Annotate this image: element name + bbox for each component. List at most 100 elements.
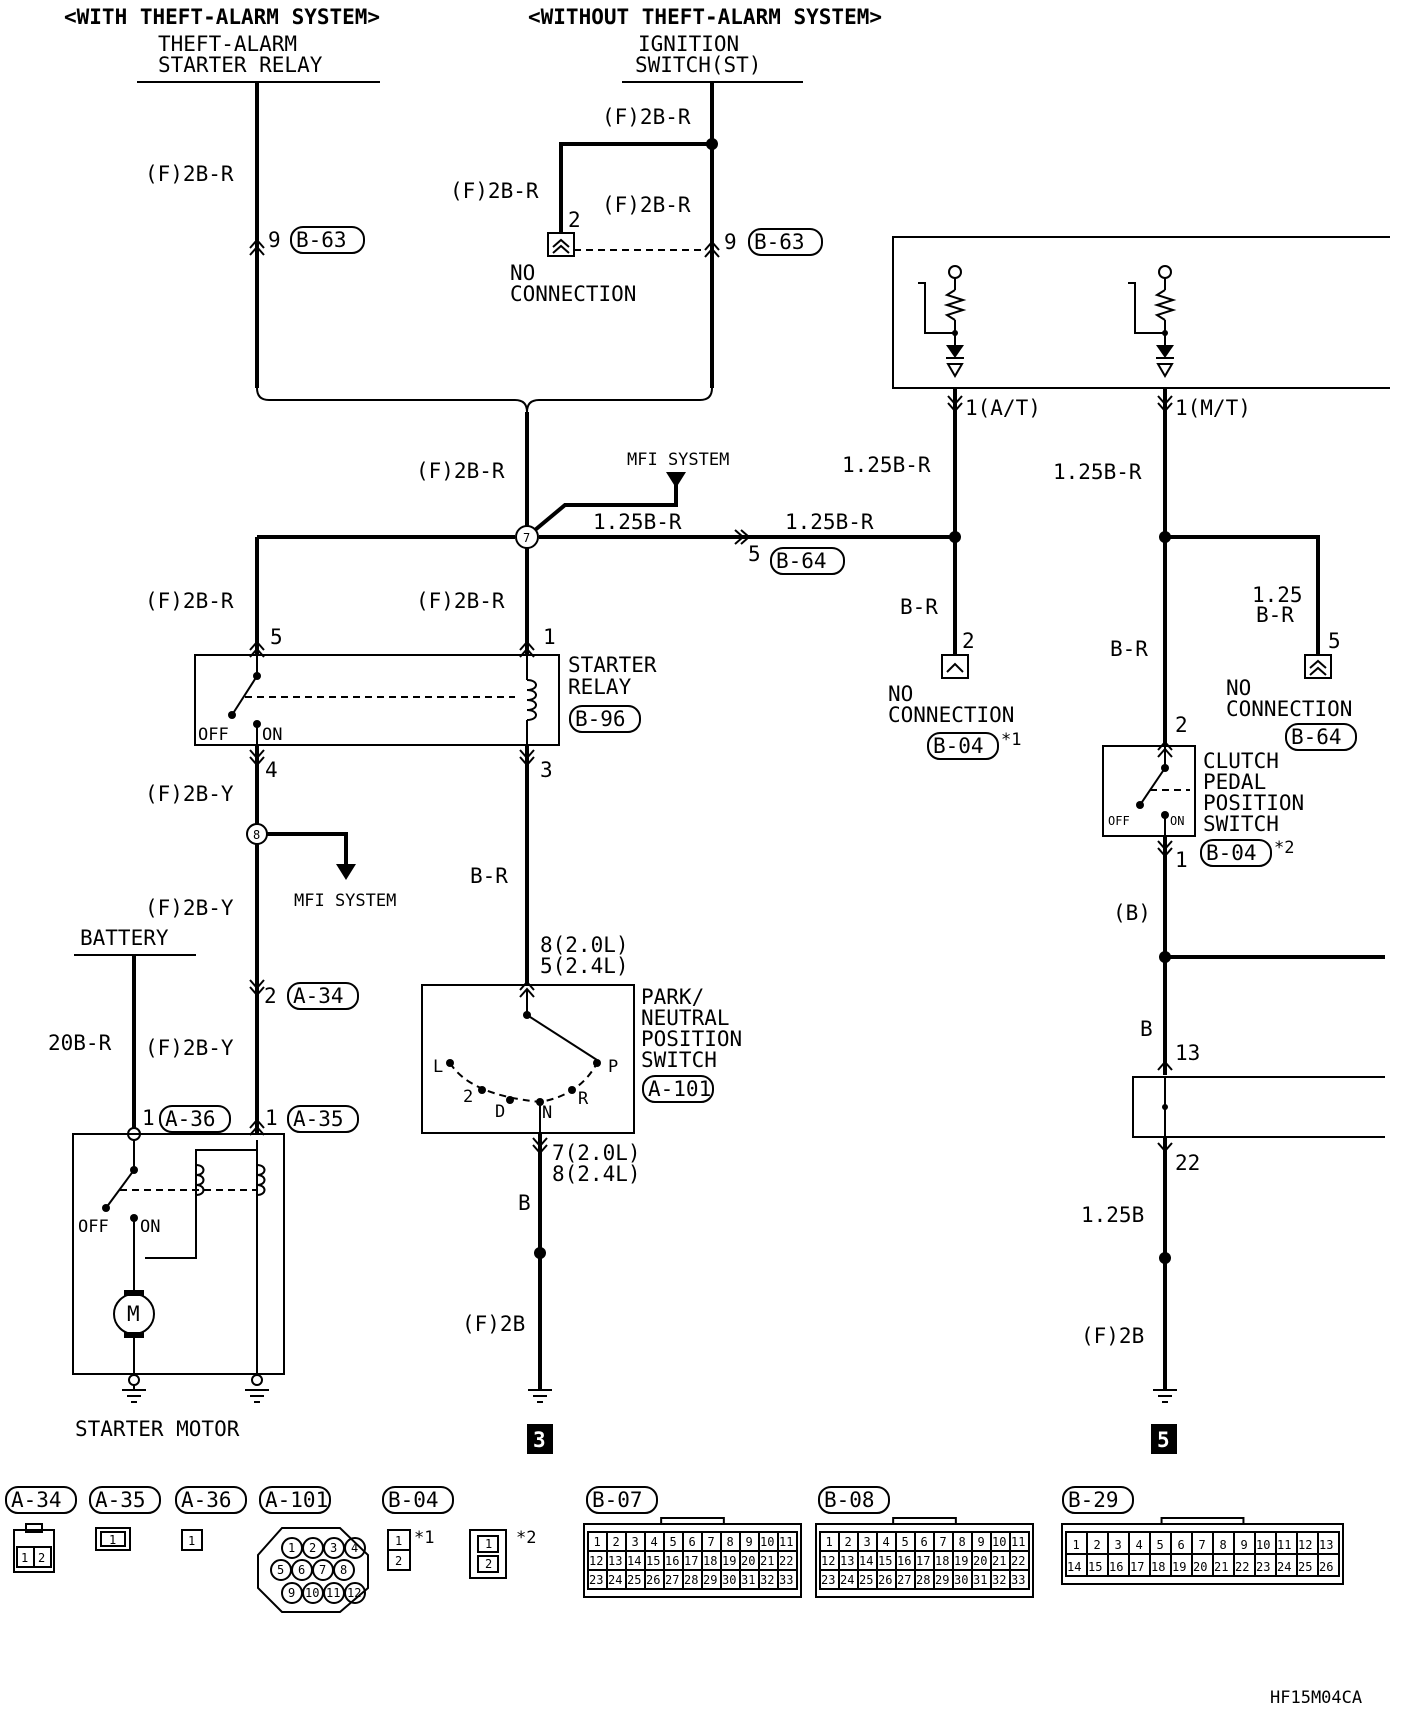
b07-pin-label: 28 xyxy=(684,1573,698,1587)
b07-pin-label: 1 xyxy=(594,1535,601,1549)
b29-pin-cell xyxy=(1317,1553,1340,1577)
b29-pin-label: 17 xyxy=(1130,1560,1144,1574)
svg-text:NO: NO xyxy=(510,261,535,285)
b08-pin-label: 29 xyxy=(935,1573,949,1587)
legend-tag-a101 xyxy=(259,1486,331,1514)
clutch-switch-label-3: POSITION xyxy=(1203,791,1304,815)
b29-pin-label: 16 xyxy=(1109,1560,1123,1574)
svg-text:(F)2B: (F)2B xyxy=(1081,1324,1144,1348)
b08-pin-label: 8 xyxy=(959,1535,966,1549)
svg-text:8: 8 xyxy=(253,828,260,842)
connector-legend: A-34 1 2 A-35 1 A-36 1 A-101 1 2 3 4 5 6… xyxy=(5,1486,1344,1613)
b08-pin-label: 5 xyxy=(902,1535,909,1549)
svg-text:5(2.4L): 5(2.4L) xyxy=(540,954,629,978)
b07-pin-label: 22 xyxy=(779,1554,793,1568)
b08-pin-label: 3 xyxy=(864,1535,871,1549)
svg-text:(F)2B-Y: (F)2B-Y xyxy=(145,782,234,806)
svg-text:B: B xyxy=(1140,1017,1153,1041)
svg-text:20B-R: 20B-R xyxy=(48,1031,112,1055)
svg-text:4: 4 xyxy=(265,758,278,782)
b07-pin-label: 30 xyxy=(722,1573,736,1587)
svg-text:CONNECTION: CONNECTION xyxy=(888,703,1014,727)
svg-text:2: 2 xyxy=(1175,713,1188,737)
legend-tag-a35 xyxy=(89,1486,161,1514)
svg-text:M: M xyxy=(127,1302,140,1326)
b08-pin-label: 20 xyxy=(973,1554,987,1568)
ground-ref-3 xyxy=(527,1424,553,1454)
svg-text:B-29: B-29 xyxy=(1068,1488,1119,1512)
svg-text:5: 5 xyxy=(1157,1428,1170,1452)
svg-text:1.25B: 1.25B xyxy=(1081,1203,1144,1227)
b07-pin-label: 26 xyxy=(646,1573,660,1587)
b29-pin-label: 8 xyxy=(1220,1538,1227,1552)
b07-pin-label: 12 xyxy=(589,1554,603,1568)
svg-text:D: D xyxy=(495,1102,505,1122)
starter-relay-label-2: RELAY xyxy=(568,675,632,699)
svg-text:1.25B-R: 1.25B-R xyxy=(593,510,682,534)
mfi-system-label-top: MFI SYSTEM xyxy=(627,450,729,470)
svg-text:(F)2B-R: (F)2B-R xyxy=(145,589,234,613)
svg-text:9: 9 xyxy=(724,230,737,254)
svg-text:A-101: A-101 xyxy=(648,1077,711,1101)
svg-text:B-63: B-63 xyxy=(754,230,805,254)
connector-mark xyxy=(249,238,265,256)
svg-text:2: 2 xyxy=(463,1087,473,1107)
connector-tag-a101 xyxy=(642,1075,714,1103)
svg-text:OFF: OFF xyxy=(198,725,229,745)
b07-pin-label: 20 xyxy=(741,1554,755,1568)
svg-text:OFF: OFF xyxy=(78,1217,109,1237)
svg-text:1: 1 xyxy=(543,625,556,649)
starter-relay-box xyxy=(194,654,560,746)
b29-pin-label: 15 xyxy=(1088,1560,1102,1574)
b07-pin-label: 21 xyxy=(760,1554,774,1568)
b08-pin-label: 33 xyxy=(1011,1573,1025,1587)
b07-pin-label: 5 xyxy=(670,1535,677,1549)
svg-text:1.25B-R: 1.25B-R xyxy=(842,453,931,477)
svg-text:7: 7 xyxy=(523,531,530,545)
b08-pin-label: 4 xyxy=(883,1535,890,1549)
b08-pin-label: 10 xyxy=(992,1535,1006,1549)
b07-pin-label: 15 xyxy=(646,1554,660,1568)
b07-pin-label: 31 xyxy=(741,1573,755,1587)
b08-pin-label: 23 xyxy=(821,1573,835,1587)
svg-text:1.25B-R: 1.25B-R xyxy=(1053,460,1142,484)
svg-text:NO: NO xyxy=(888,682,913,706)
b08-pin-label: 26 xyxy=(878,1573,892,1587)
svg-text:(F)2B: (F)2B xyxy=(462,1312,525,1336)
b07-lock-tab xyxy=(660,1517,725,1525)
b08-pin-label: 15 xyxy=(878,1554,892,1568)
svg-text:*1: *1 xyxy=(1001,730,1021,750)
variant-brace xyxy=(256,387,713,413)
b07-pin-label: 10 xyxy=(760,1535,774,1549)
b08-pin-label: 14 xyxy=(859,1554,873,1568)
svg-text:R: R xyxy=(578,1089,589,1109)
svg-text:B-R: B-R xyxy=(1256,603,1294,627)
b29-pin-label: 10 xyxy=(1256,1538,1270,1552)
svg-text:A-34: A-34 xyxy=(11,1488,62,1512)
b29-pin-label: 23 xyxy=(1256,1560,1270,1574)
b29-pin-label: 22 xyxy=(1235,1560,1249,1574)
svg-text:2: 2 xyxy=(38,1551,45,1565)
svg-text:6: 6 xyxy=(298,1563,305,1577)
b08-pin-label: 22 xyxy=(1011,1554,1025,1568)
svg-text:B-08: B-08 xyxy=(824,1488,875,1512)
svg-text:5: 5 xyxy=(277,1563,284,1577)
svg-text:1.25B-R: 1.25B-R xyxy=(785,510,874,534)
b08-pin-label: 6 xyxy=(921,1535,928,1549)
svg-text:7(2.0L): 7(2.0L) xyxy=(552,1141,641,1165)
wire-ignition-branch xyxy=(559,142,712,232)
park-neutral-switch-box xyxy=(421,984,635,1134)
b07-pin-label: 4 xyxy=(651,1535,658,1549)
svg-text:1: 1 xyxy=(265,1106,278,1130)
b29-pin-label: 24 xyxy=(1277,1560,1291,1574)
svg-text:A-35: A-35 xyxy=(293,1107,344,1131)
svg-text:11: 11 xyxy=(326,1586,340,1600)
b29-pin-label: 13 xyxy=(1319,1538,1333,1552)
legend-tag-a36 xyxy=(175,1486,247,1514)
ecu-box xyxy=(1132,1076,1385,1138)
svg-text:B-R: B-R xyxy=(1110,637,1148,661)
b08-pin-label: 12 xyxy=(821,1554,835,1568)
svg-text:*1: *1 xyxy=(414,1528,434,1548)
svg-text:1(M/T): 1(M/T) xyxy=(1175,396,1251,420)
